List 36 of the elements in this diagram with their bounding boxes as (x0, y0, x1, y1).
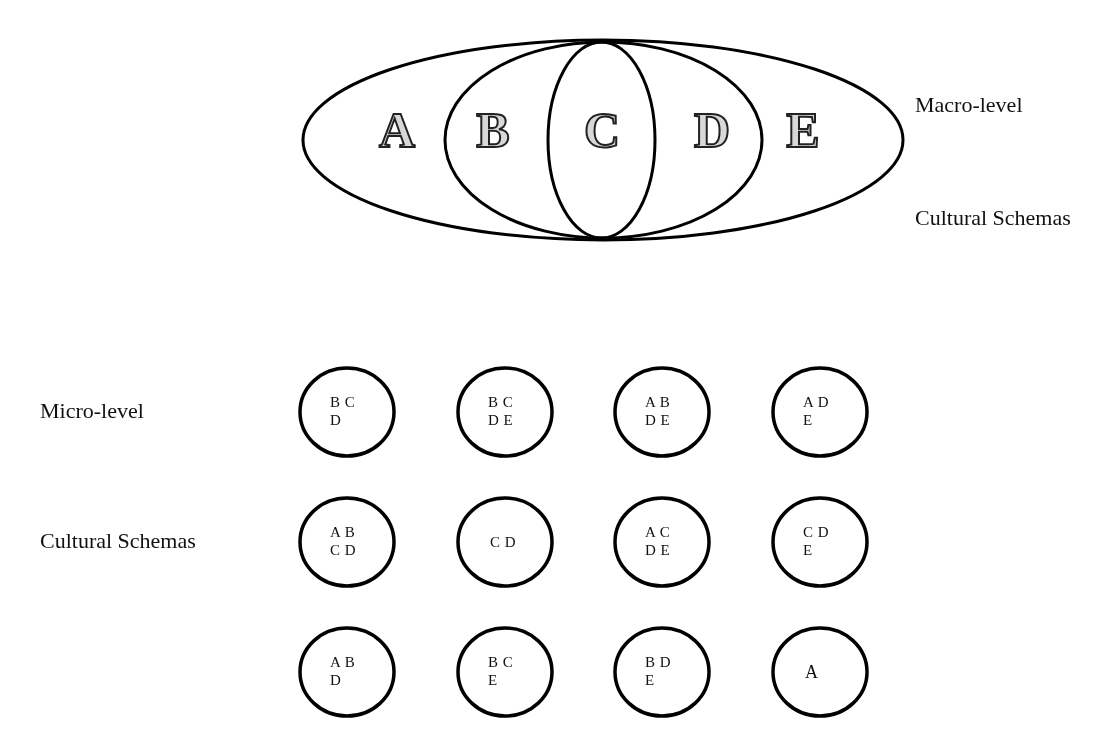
schema-circle (773, 498, 867, 586)
schema-letters: A B C D (330, 523, 357, 559)
region-letter: D (693, 105, 731, 155)
schema-circle (458, 498, 552, 586)
schema-letters: B C D E (488, 393, 514, 429)
schema-circle (300, 628, 394, 716)
schema-circle (458, 628, 552, 716)
region-letter: A (378, 105, 416, 155)
schema-letters: C D (490, 533, 517, 551)
region-letter: C (583, 105, 621, 155)
schema-letters: B D E (645, 653, 672, 689)
schema-letters: B C E (488, 653, 514, 689)
schema-circle (615, 628, 709, 716)
schema-letters: A D E (803, 393, 830, 429)
level-label: Cultural Schemas (915, 205, 1071, 231)
level-label: Macro-level (915, 92, 1023, 118)
schema-letters: A C D E (645, 523, 671, 559)
schema-circle (773, 628, 867, 716)
schema-letters: C D E (803, 523, 830, 559)
ellipse-region (445, 42, 762, 238)
schema-letters: A (805, 663, 819, 681)
schema-circle (773, 368, 867, 456)
schema-circle (615, 498, 709, 586)
region-letter: E (786, 105, 820, 155)
schema-circle (615, 368, 709, 456)
ellipse-region (548, 42, 655, 238)
level-label: Cultural Schemas (40, 528, 196, 554)
schema-circle (300, 368, 394, 456)
schema-letters: A B D (330, 653, 356, 689)
schema-circle (300, 498, 394, 586)
ellipse-region (303, 40, 903, 240)
schema-circle (458, 368, 552, 456)
region-letter: B (476, 105, 510, 155)
schema-letters: A B D E (645, 393, 671, 429)
schema-letters: B C D (330, 393, 356, 429)
level-label: Micro-level (40, 398, 144, 424)
